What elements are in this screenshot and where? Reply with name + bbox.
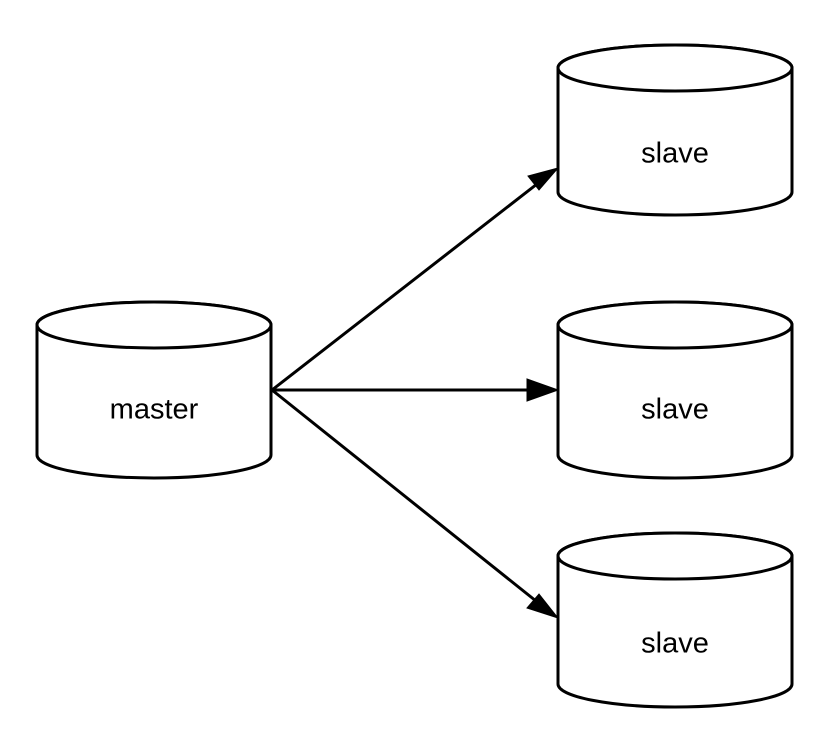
slave-2-cylinder-top-ellipse	[556, 300, 794, 350]
edge-master-to-slave-3[interactable]	[271, 388, 560, 619]
slave-1-label: slave	[641, 138, 709, 170]
node-slave-1[interactable]: slave	[556, 43, 794, 217]
edge-master-to-slave-1-line	[271, 175, 547, 392]
slave-2-label: slave	[641, 394, 709, 426]
edge-master-to-slave-1[interactable]	[271, 167, 560, 392]
edge-master-to-slave-1-arrowhead-icon	[527, 167, 560, 191]
slave-3-label: slave	[641, 628, 709, 660]
edge-master-to-slave-2[interactable]	[272, 378, 560, 402]
node-slave-3[interactable]: slave	[556, 531, 794, 709]
node-master[interactable]: master	[35, 300, 273, 480]
slave-3-cylinder-top-ellipse	[556, 531, 794, 581]
edge-master-to-slave-3-arrowhead-icon	[526, 593, 560, 619]
node-slave-2[interactable]: slave	[556, 300, 794, 480]
master-label: master	[110, 394, 199, 426]
edge-master-to-slave-2-arrowhead-icon	[526, 378, 560, 402]
master-cylinder-top-ellipse	[35, 300, 273, 350]
edge-master-to-slave-3-line	[271, 388, 547, 611]
slave-1-cylinder-top-ellipse	[556, 43, 794, 93]
